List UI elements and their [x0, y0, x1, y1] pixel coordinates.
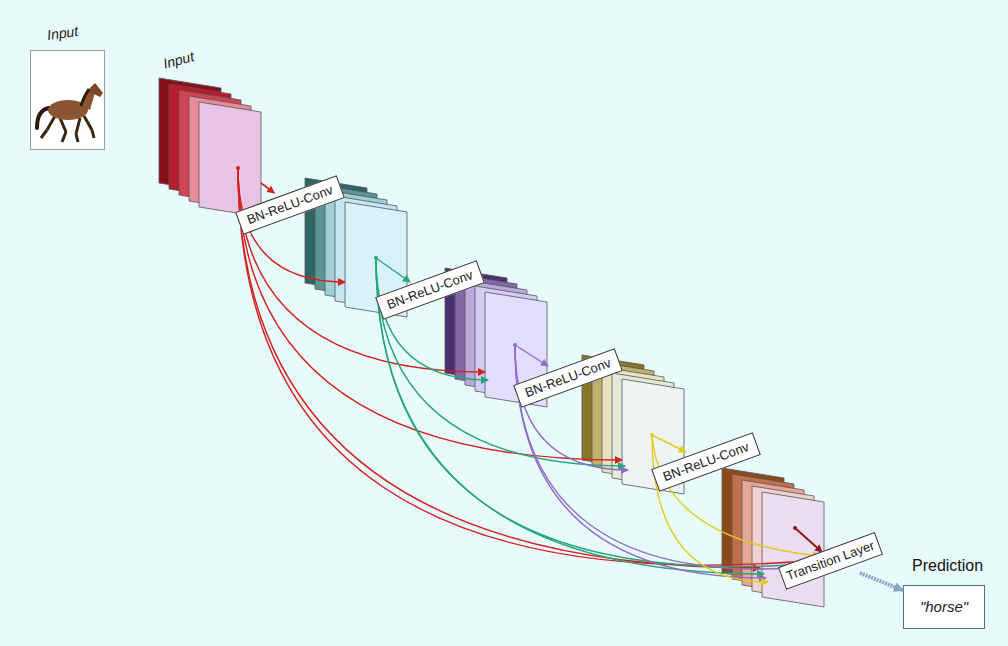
skip-connection: [515, 345, 766, 578]
layer-box: BN-ReLU-Conv: [513, 348, 623, 407]
layer-label: BN-ReLU-Conv: [523, 355, 613, 400]
prediction-heading: Prediction: [912, 556, 983, 576]
source-dot: [374, 256, 378, 260]
source-dot: [513, 343, 517, 347]
skip-connection: [376, 258, 488, 380]
skip-connection: [238, 168, 760, 568]
feature-map-stack: [722, 468, 824, 607]
skip-connection: [376, 258, 410, 282]
connector-arrow: [261, 183, 274, 193]
skip-connection: [376, 258, 818, 567]
skip-connection: [515, 345, 548, 366]
layer-label: Transition Layer: [784, 538, 876, 584]
image-label: Input: [46, 23, 79, 43]
layer-box: BN-ReLU-Conv: [651, 432, 761, 491]
skip-connection: [652, 435, 686, 452]
prediction-value: "horse": [920, 598, 968, 615]
skip-connection: [652, 435, 820, 556]
skip-connection: [795, 528, 822, 552]
skip-connection: [515, 345, 818, 569]
layer-label: BN-ReLU-Conv: [385, 267, 475, 312]
skip-connection: [376, 258, 764, 574]
stack-label: Input: [161, 48, 195, 72]
source-dot: [650, 433, 654, 437]
skip-connection: [376, 258, 625, 466]
skip-connection: [238, 168, 818, 565]
layer-label: BN-ReLU-Conv: [661, 439, 751, 484]
transition-box: Transition Layer: [778, 532, 883, 590]
source-dot: [793, 526, 797, 530]
connector-arrow: [860, 573, 903, 590]
input-image-box: Input: [30, 50, 105, 150]
feature-map-stack: Input: [199, 102, 261, 217]
layer-box: BN-ReLU-Conv: [375, 260, 485, 319]
prediction-box: Prediction"horse": [903, 585, 985, 629]
feature-map-plane: [199, 102, 261, 217]
feature-map-planes: [199, 102, 261, 217]
